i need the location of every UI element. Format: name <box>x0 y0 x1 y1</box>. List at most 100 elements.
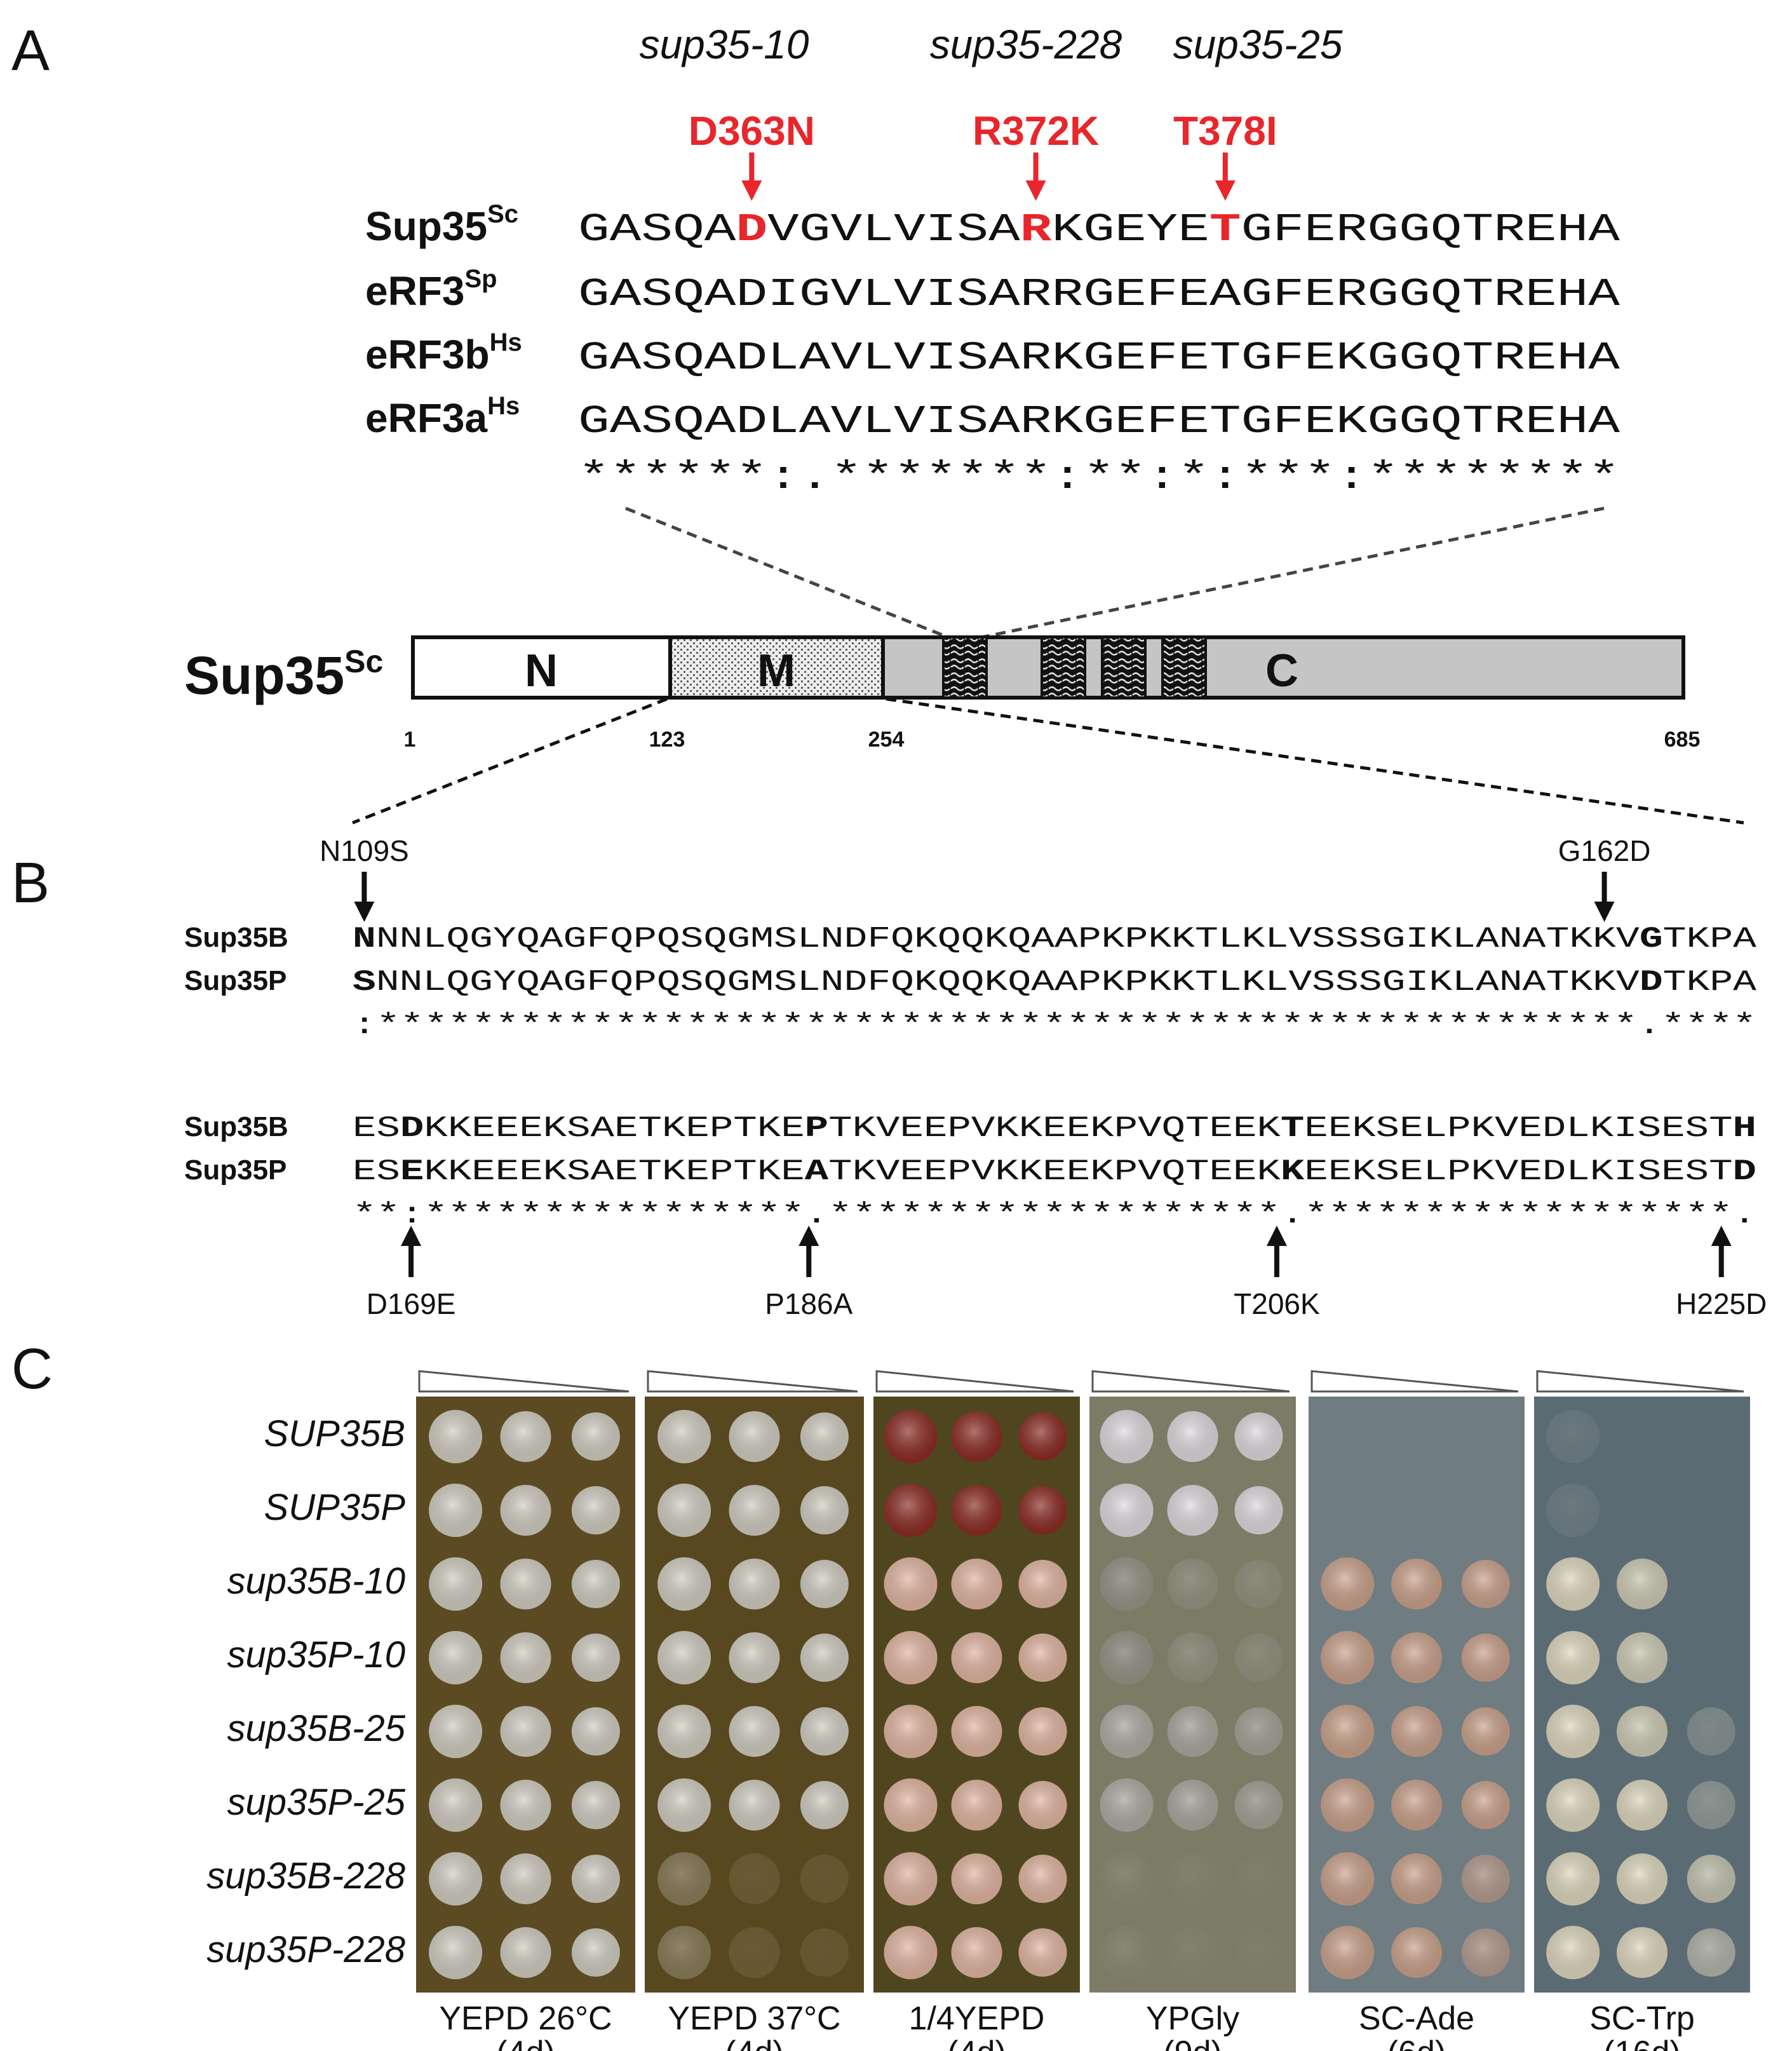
species-sequence: GASQADLAVLVISARKGEFETGFEKGGQTREHA <box>578 399 1620 444</box>
medium-days: (16d) <box>1603 2034 1680 2051</box>
colony-shade <box>729 1780 780 1831</box>
colony-shade <box>1100 1852 1154 1905</box>
colony-shade <box>1391 1853 1442 1904</box>
colony-spot <box>800 1928 849 1977</box>
colony-shade <box>571 1412 620 1461</box>
colony-shade <box>1321 1852 1375 1905</box>
colony-shade <box>1546 1705 1600 1758</box>
plate: YEPD 37°C(4d) <box>645 1370 864 2051</box>
medium-days: (4d) <box>496 2034 555 2051</box>
colony-shade <box>1391 1559 1442 1609</box>
medium-name: SC-Trp <box>1589 2000 1695 2037</box>
colony-shade <box>1687 1855 1735 1903</box>
tick-685: 685 <box>1664 728 1701 752</box>
colony-shade <box>1018 1707 1067 1756</box>
colony-shade <box>1167 1853 1218 1904</box>
colony-shade <box>1167 1632 1218 1683</box>
colony-shade <box>657 1778 711 1832</box>
dilution-wedge <box>418 1370 630 1393</box>
colony-shade <box>1018 1634 1067 1682</box>
colony-shade <box>657 1705 711 1758</box>
strain-label: SUP35B <box>264 1413 405 1454</box>
alignment-consensus: ******:.*******:**:*:***:******** <box>578 455 1620 500</box>
colony-shade <box>1100 1778 1154 1832</box>
colony-shade <box>729 1411 780 1462</box>
colony-spot <box>800 1855 849 1903</box>
colony-shade <box>657 1484 711 1537</box>
colony-shade <box>884 1778 938 1832</box>
domain-n <box>411 635 672 700</box>
mutation-label: H225D <box>1676 1287 1767 1320</box>
colony-shade <box>1461 1781 1510 1829</box>
strain-label: sup35P-25 <box>227 1782 405 1823</box>
colony-shade <box>1100 1926 1154 1979</box>
colony-shade <box>1546 1852 1600 1905</box>
panel-label-b: B <box>11 851 50 915</box>
colony-shade <box>1167 1706 1218 1757</box>
colony-shade <box>951 1780 1002 1831</box>
gtp-motif-4 <box>1161 636 1207 699</box>
colony-shade <box>571 1855 620 1903</box>
medium-name: 1/4YEPD <box>909 2000 1045 2037</box>
colony-shade <box>1546 1410 1600 1463</box>
strain-consensus: **:****************.*******************.… <box>353 1198 1756 1231</box>
colony-shade <box>1546 1926 1600 1979</box>
medium-name: YPGly <box>1146 2000 1239 2037</box>
gtp-motif-2 <box>1041 636 1086 699</box>
colony-shade <box>1167 1411 1218 1462</box>
tick-254: 254 <box>868 728 905 752</box>
colony-shade <box>951 1411 1002 1462</box>
mutation-label: N109S <box>320 834 409 867</box>
colony-shade <box>1391 1632 1442 1683</box>
domain-label-c: C <box>1265 646 1298 696</box>
tick-123: 123 <box>649 728 685 752</box>
colony-shade <box>884 1410 938 1463</box>
colony-shade <box>800 1486 849 1534</box>
colony-shade <box>1234 1928 1283 1977</box>
colony-shade <box>800 1855 849 1903</box>
colony-shade <box>1018 1928 1067 1977</box>
species-name: eRF3aHs <box>365 392 520 441</box>
zoom-line-right <box>984 506 1605 639</box>
medium-days: (9d) <box>1163 2034 1222 2051</box>
colony-shade <box>1234 1707 1283 1756</box>
strain-label: sup35P-228 <box>206 1929 405 1970</box>
colony-shade <box>729 1706 780 1757</box>
mutation-label: T206K <box>1234 1287 1320 1320</box>
colony-shade <box>884 1852 938 1905</box>
medium-name: SC-Ade <box>1359 2000 1474 2037</box>
colony-shade <box>1461 1707 1510 1756</box>
colony-shade <box>1546 1484 1600 1537</box>
strain-name: Sup35B <box>184 922 288 953</box>
mutation-label: G162D <box>1558 834 1651 867</box>
dilution-wedge <box>1310 1370 1519 1393</box>
plates: YEPD 26°C(4d)YEPD 37°C(4d)1/4YEPD(4d)YPG… <box>416 1370 1750 2051</box>
domain-m <box>668 635 885 700</box>
gtp-motif-1 <box>942 636 988 699</box>
colony-shade <box>1461 1560 1510 1608</box>
medium-name: YEPD 26°C <box>439 2000 612 2037</box>
colony-shade <box>729 1485 780 1536</box>
colony-shade <box>1546 1778 1600 1832</box>
strain-label: sup35B-25 <box>227 1708 405 1749</box>
colony-shade <box>571 1928 620 1977</box>
colony-shade <box>571 1707 620 1756</box>
tick-1: 1 <box>404 728 416 752</box>
colony-shade <box>884 1926 938 1979</box>
mutation-label: P186A <box>765 1287 852 1320</box>
colony-shade <box>951 1485 1002 1536</box>
colony-shade <box>1234 1560 1283 1608</box>
dilution-wedge <box>647 1370 858 1393</box>
colony-shade <box>1167 1927 1218 1978</box>
colony-shade <box>1234 1781 1283 1829</box>
colony-shade <box>571 1486 620 1534</box>
zoom-line-b-left <box>352 697 668 825</box>
colony-shade <box>1321 1778 1375 1832</box>
gtp-motif-3 <box>1101 636 1147 699</box>
